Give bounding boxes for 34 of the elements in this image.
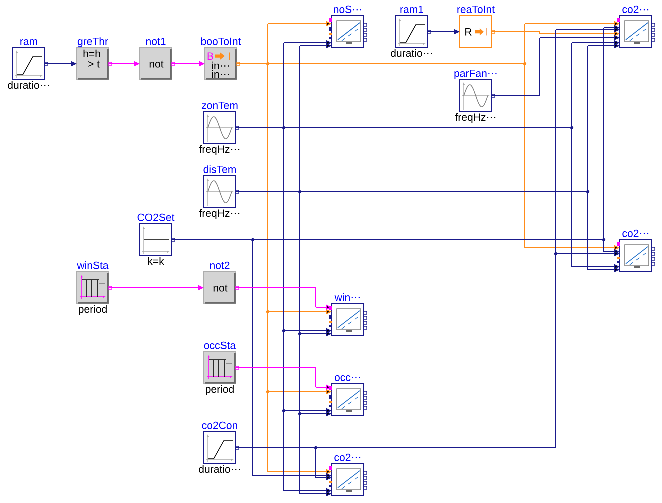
block-name: win⋯ — [334, 294, 360, 302]
parameter-label: k=k — [148, 257, 164, 265]
block-name: reaToInt — [458, 6, 495, 14]
block-name: co2⋯ — [622, 230, 649, 238]
block-name: co2Con — [202, 422, 238, 430]
parameter-label: duratio⋯ — [199, 465, 240, 474]
block-name: disTem — [204, 166, 236, 174]
function-block: R I — [460, 16, 492, 48]
parameter-label: period — [206, 385, 234, 396]
block-name: occSta — [204, 342, 236, 350]
block-name: ram — [20, 40, 38, 46]
block-name: not1 — [146, 38, 166, 46]
block-name: co2⋯ — [622, 6, 649, 14]
block-name: greThr — [78, 38, 108, 48]
block-name: winSta — [77, 262, 109, 270]
block-name: ram1 — [400, 6, 424, 14]
block-name: booToInt — [201, 38, 242, 46]
block-name: zonTem — [202, 102, 238, 110]
function-block: h=h > t — [76, 48, 110, 80]
parameter-label: freqHz⋯ — [199, 209, 240, 220]
block-name: occ⋯ — [334, 376, 360, 382]
parameter-label: period — [79, 305, 107, 316]
function-block: not — [204, 272, 236, 304]
block-name: parFan⋯ — [454, 70, 497, 80]
parameter-label: freqHz⋯ — [199, 145, 240, 156]
block-name: co2⋯ — [334, 454, 361, 462]
parameter-label: duratio⋯ — [391, 49, 432, 58]
function-block: B I in⋯ in⋯ — [204, 48, 238, 80]
block-name: not2 — [210, 262, 230, 270]
parameter-label: duratio⋯ — [8, 81, 50, 90]
function-block: not — [140, 48, 172, 80]
block-name: CO2Set — [138, 214, 175, 222]
parameter-label: freqHz⋯ — [455, 113, 496, 124]
block-name: noS⋯ — [334, 6, 362, 14]
